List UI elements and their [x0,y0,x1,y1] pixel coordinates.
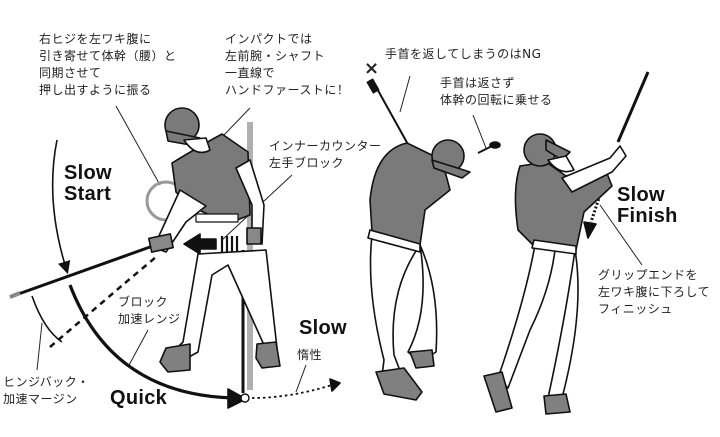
hinge-note: ヒンジバック・ 加速マージン [3,375,90,406]
impact-golfer [9,107,341,409]
ok-note: 手首は返さず 体幹の回転に乗せる [440,76,553,107]
phase-slow-finish: Slow Finish [617,184,678,227]
elbow-note: 右ヒジを左ワキ腹に 引き寄せて体幹（腰）と 同期させて 押し出すように振る [39,32,177,97]
counter-note: インナーカウンター 左手ブロック [269,139,382,170]
ng-note: 手首を返してしまうのはNG [385,47,542,61]
inertia-note: 惰性 [297,348,323,362]
finish-note: グリップエンドを 左ワキ腹に下ろして フィニッシュ [598,268,711,316]
phase-slow-start: Slow Start [64,162,112,205]
phase-quick: Quick [110,387,168,409]
impact-note: インパクトでは 左前腕・シャフト 一直線で ハンドファーストに！ [225,32,350,97]
finish-golfer [483,71,650,415]
ng-mark: × [364,58,380,79]
block-note: ブロック 加速レンジ [118,295,181,326]
phase-slow: Slow [299,317,347,339]
follow-through-golfer [366,78,501,401]
